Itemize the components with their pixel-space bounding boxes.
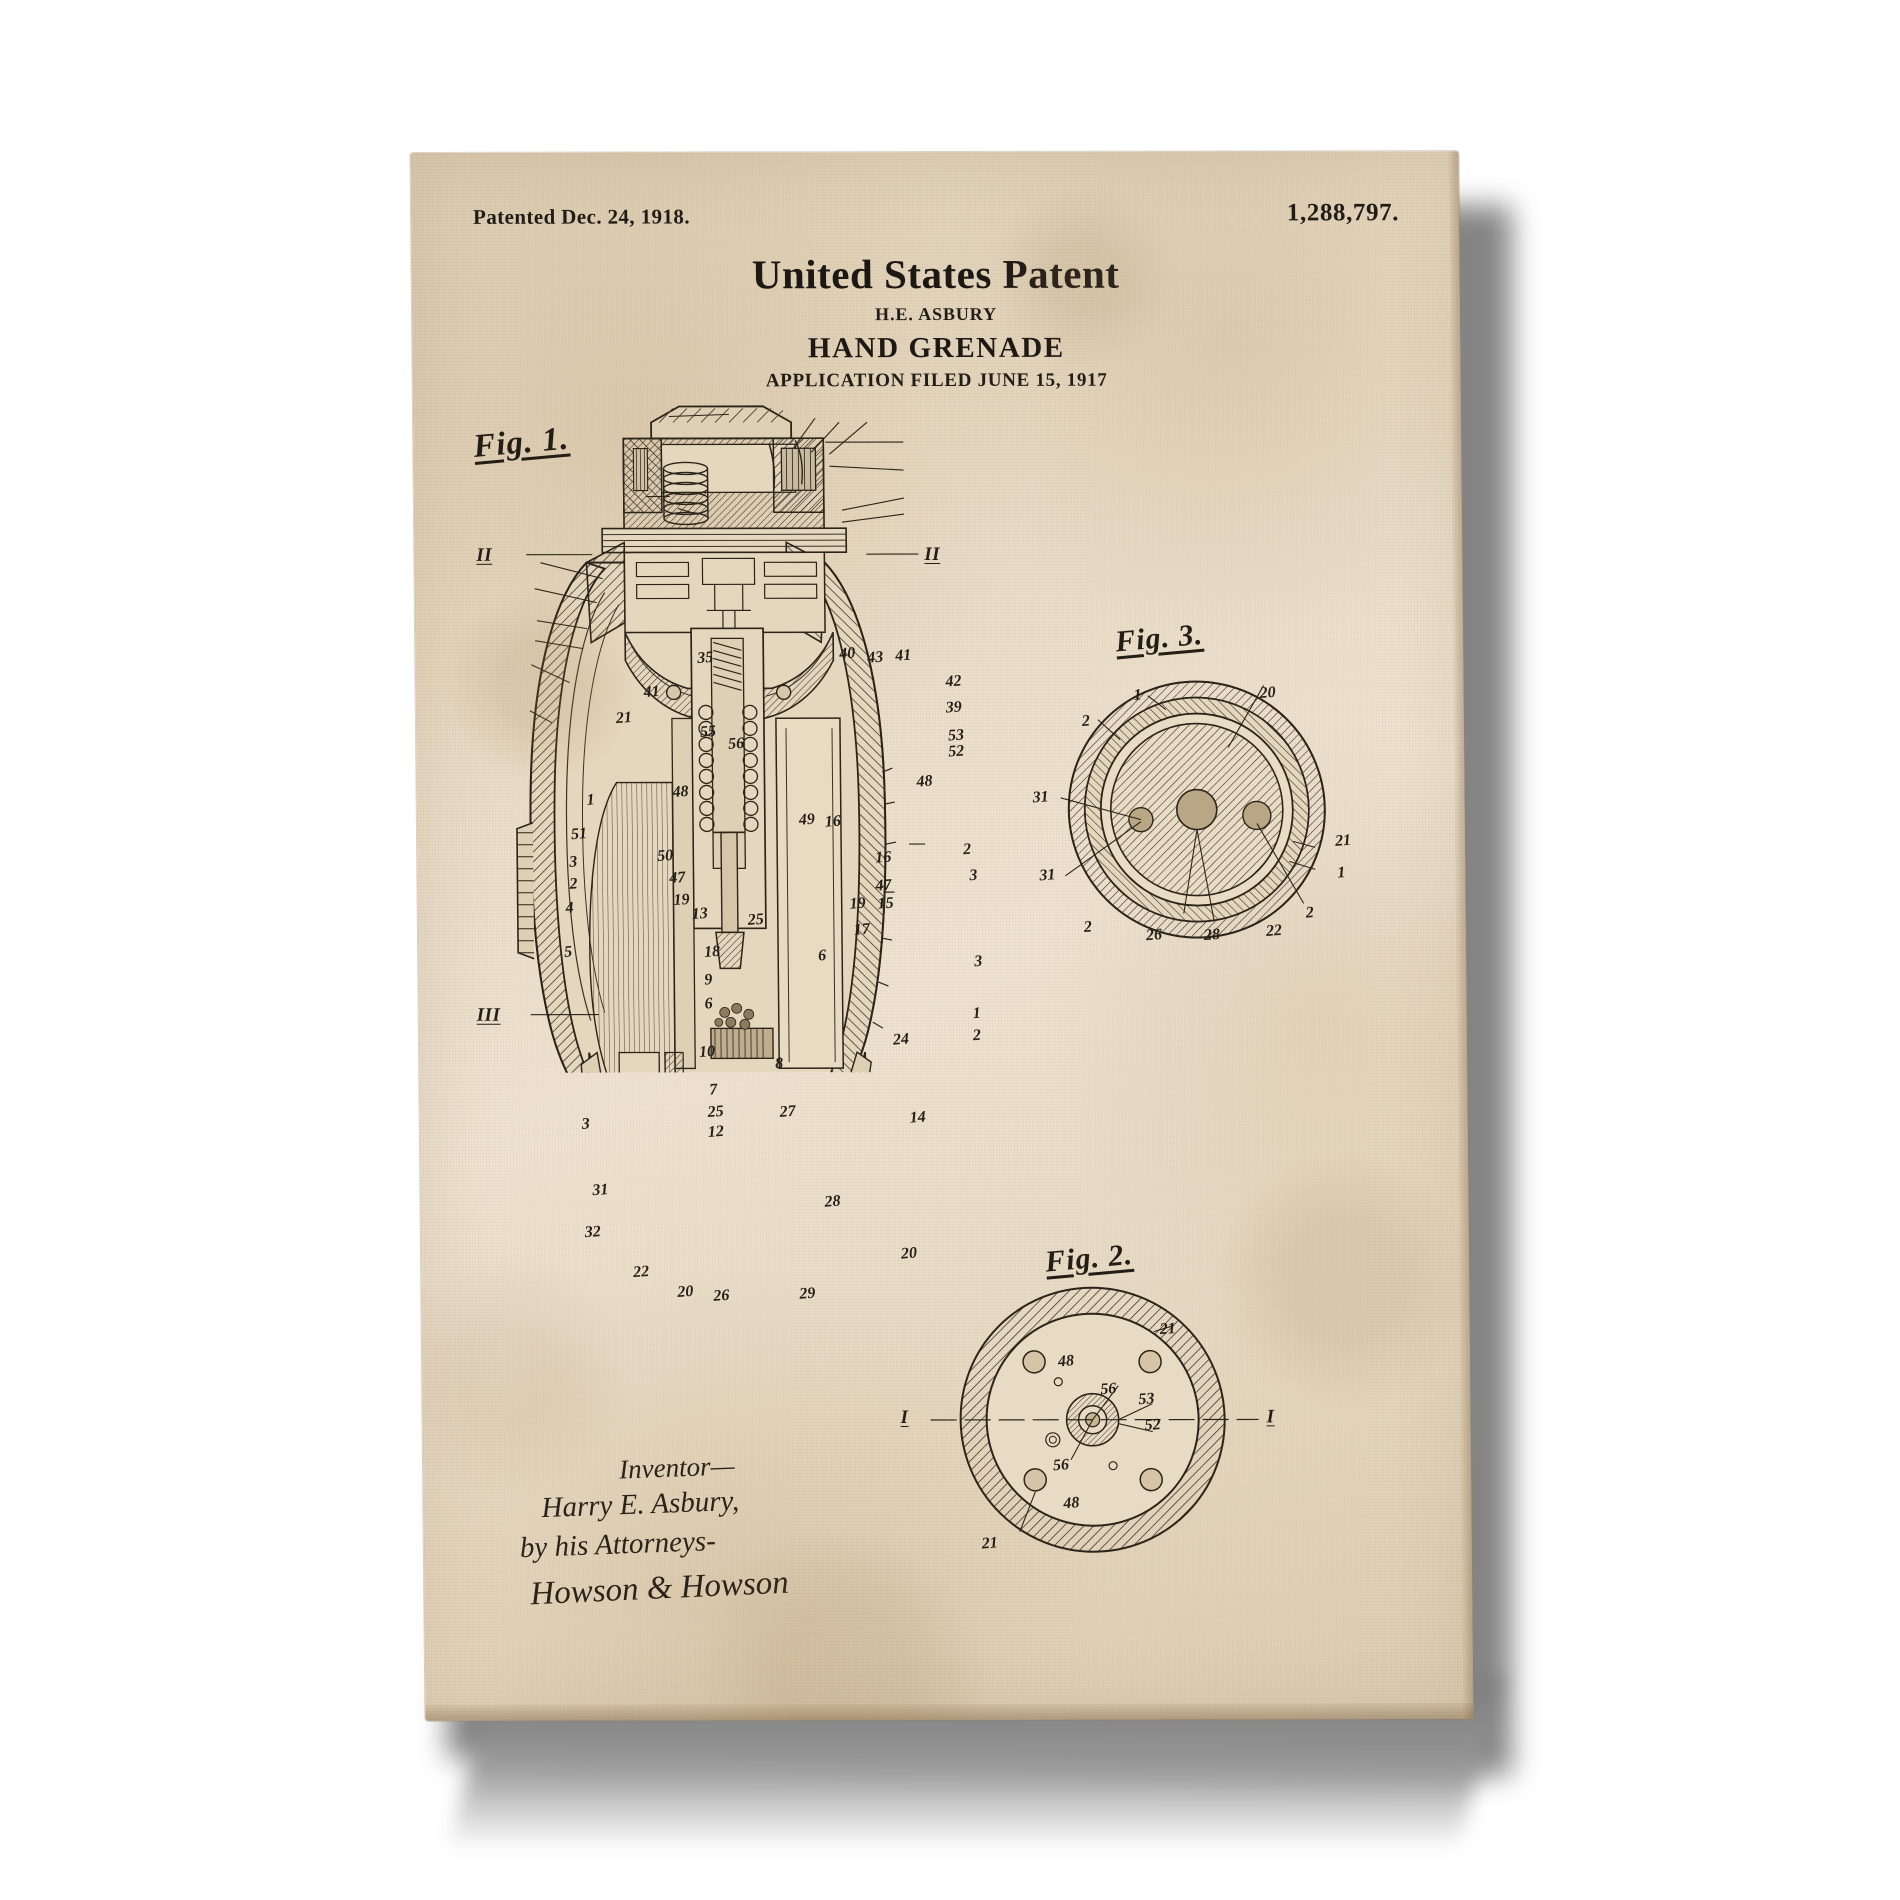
fig2-ref-21-7: 21 — [981, 1535, 998, 1552]
fig3-ref-2-7: 2 — [1083, 919, 1092, 936]
fig1-ref-3-49: 3 — [581, 1116, 590, 1133]
fig1-ref-12-32: 12 — [707, 1124, 724, 1141]
fig1-ref-19-41: 19 — [849, 896, 866, 913]
fig1-ref-4-20: 4 — [565, 900, 574, 917]
fig3-ref-20-1: 20 — [1259, 685, 1276, 702]
fig1-ref-50-22: 50 — [657, 848, 674, 865]
fig2-reference-numerals: 21 48 56 53 52 56 48 21 — [921, 1269, 1264, 1570]
signature-inventor-label: Inventor— — [618, 1450, 735, 1485]
fig1-ref-10-29: 10 — [698, 1044, 715, 1061]
fig1-ref-3-37: 3 — [969, 868, 978, 885]
fig1-ref-26-54: 26 — [713, 1288, 730, 1305]
fig2-ref-56-2: 56 — [1100, 1381, 1117, 1398]
fig1-ref-15-40: 15 — [877, 896, 894, 913]
fig1-ref-2-46: 2 — [972, 1028, 981, 1045]
fig2-ref-48-1: 48 — [1057, 1353, 1074, 1370]
fig1-ref-49-16: 49 — [798, 812, 815, 829]
fig1-ref-3-44: 3 — [974, 954, 983, 971]
fig2-ref-52-4: 52 — [1144, 1417, 1161, 1434]
fig1-ref-21-7: 21 — [615, 710, 632, 727]
fig1-ref-16-38: 16 — [875, 850, 892, 867]
fig1-ref-47-23: 47 — [669, 870, 686, 887]
fig1-ref-13-25: 13 — [691, 906, 708, 923]
fig3-ref-21-4: 21 — [1334, 833, 1351, 850]
patent-number: 1,288,797. — [1287, 199, 1400, 227]
patent-sheet: Patented Dec. 24, 1918. 1,288,797. Unite… — [410, 151, 1473, 1721]
patented-date: Patented Dec. 24, 1918. — [473, 204, 690, 229]
fig1-ref-35-0: 35 — [697, 650, 714, 667]
fig1-ref-2-36: 2 — [963, 842, 972, 859]
fig3-ref-2-2: 2 — [1081, 713, 1090, 730]
fig2-ref-21-0: 21 — [1159, 1321, 1176, 1338]
fig1-ref-48-13: 48 — [672, 784, 689, 801]
fig1-ref-3-18: 3 — [569, 854, 578, 871]
fig1-ref-25-33: 25 — [747, 912, 764, 929]
fig1-ref-24-47: 24 — [892, 1032, 909, 1049]
fig1-ref-2-19: 2 — [569, 876, 578, 893]
fig1-ref-20-56: 20 — [900, 1245, 917, 1262]
fig3-reference-numerals: 1202312113122628222 — [1015, 651, 1378, 952]
fig1-ref-9-27: 9 — [704, 972, 713, 989]
fig1-ref-39-5: 39 — [945, 699, 962, 716]
fig3-ref-1-5: 1 — [1337, 865, 1346, 882]
fig1-ref-52-11: 52 — [948, 743, 965, 760]
page-title: United States Patent — [411, 249, 1459, 299]
fig1-ref-1-14: 1 — [586, 792, 595, 809]
fig1-ref-5-21: 5 — [564, 944, 573, 961]
fig1-ref-48-12: 48 — [916, 773, 933, 790]
canvas-bottom-edge — [425, 1703, 1473, 1721]
canvas-print: Patented Dec. 24, 1918. 1,288,797. Unite… — [410, 151, 1473, 1721]
fig1-ref-47-39: 47 — [875, 878, 892, 895]
fig3-ref-31-3: 31 — [1032, 789, 1049, 806]
fig1-ref-42-4: 42 — [945, 673, 962, 690]
fig1-ref-41-3: 41 — [895, 648, 912, 665]
signature-attorneys-label: by his Attorneys- — [519, 1525, 716, 1565]
fig3-ref-2-11: 2 — [1305, 905, 1314, 922]
inventor-name: H.E. ASBURY — [412, 303, 1460, 326]
fig1-ref-7-30: 7 — [709, 1082, 718, 1099]
fig1-ref-40-1: 40 — [839, 646, 856, 663]
fig1-ref-16-17: 16 — [824, 814, 841, 831]
fig1-ref-27-34: 27 — [779, 1104, 796, 1121]
section-marker-I-left: I — [901, 1407, 909, 1429]
fig1-ref-51-15: 51 — [570, 826, 587, 843]
fig1-ref-19-24: 19 — [673, 892, 690, 909]
fig1-ref-22-52: 22 — [633, 1264, 650, 1281]
fig3-ref-31-6: 31 — [1039, 867, 1056, 884]
fig1-ref-32-51: 32 — [584, 1224, 601, 1241]
fig1-ref-20-53: 20 — [677, 1284, 694, 1301]
fig3-ref-26-8: 26 — [1145, 927, 1162, 944]
fig1-ref-55-8: 55 — [699, 724, 716, 741]
fig2-ref-56-5: 56 — [1052, 1457, 1069, 1474]
signature-attorneys-name: Howson & Howson — [529, 1565, 789, 1614]
fig1-ref-56-9: 56 — [728, 736, 745, 753]
section-marker-I-right: I — [1267, 1406, 1275, 1428]
fig1-ref-6-43: 6 — [818, 948, 827, 965]
application-line: APPLICATION FILED JUNE 15, 1917 — [413, 369, 1461, 393]
fig1-ref-1-45: 1 — [972, 1006, 981, 1023]
fig1-ref-28-57: 28 — [824, 1194, 841, 1211]
fig2-ref-53-3: 53 — [1138, 1391, 1155, 1408]
fig3-ref-22-10: 22 — [1265, 923, 1282, 940]
fig1-ref-41-6: 41 — [643, 684, 660, 701]
fig1-ref-14-48: 14 — [909, 1109, 926, 1126]
fig1-ref-31-50: 31 — [592, 1182, 609, 1199]
fig1-ref-18-26: 18 — [704, 944, 721, 961]
fig2-ref-48-6: 48 — [1063, 1495, 1080, 1512]
fig1-ref-17-42: 17 — [853, 922, 870, 939]
fig1-ref-6-28: 6 — [704, 996, 713, 1013]
fig3-ref-1-0: 1 — [1133, 687, 1142, 704]
fig3-ref-28-9: 28 — [1203, 927, 1220, 944]
fig1-ref-25-31: 25 — [707, 1104, 724, 1121]
patent-subject: HAND GRENADE — [412, 331, 1460, 366]
fig1-reference-numerals: 3540434142394121555653524848151491632455… — [473, 392, 1000, 1073]
fig1-ref-8-35: 8 — [775, 1056, 784, 1073]
fig1-ref-29-55: 29 — [799, 1286, 816, 1303]
signature-inventor-name: Harry E. Asbury, — [541, 1485, 740, 1525]
fig1-ref-43-2: 43 — [867, 650, 884, 667]
